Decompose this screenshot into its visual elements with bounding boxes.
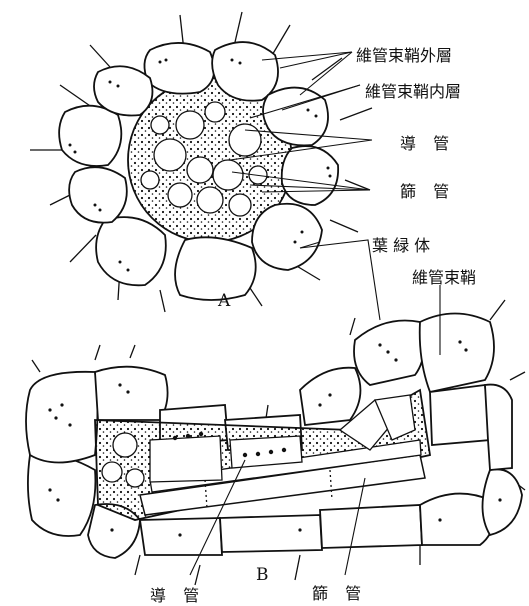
label-phloem-b: 篩 管 — [312, 580, 367, 604]
panel-label-b: B — [256, 565, 269, 585]
panel-label-a: A — [218, 291, 230, 311]
label-inner-sheath: 維管束鞘内層 — [365, 78, 461, 102]
panel-a-diagram — [30, 12, 372, 312]
panel-b-diagram — [26, 300, 525, 585]
label-chloroplast: 葉 緑 体 — [372, 232, 430, 256]
label-bundle-sheath: 維管束鞘 — [412, 264, 476, 288]
label-xylem-b: 導 管 — [150, 582, 205, 606]
label-xylem-a: 導 管 — [400, 130, 455, 154]
label-phloem-a: 篩 管 — [400, 178, 455, 202]
label-outer-sheath: 維管束鞘外層 — [356, 42, 452, 66]
